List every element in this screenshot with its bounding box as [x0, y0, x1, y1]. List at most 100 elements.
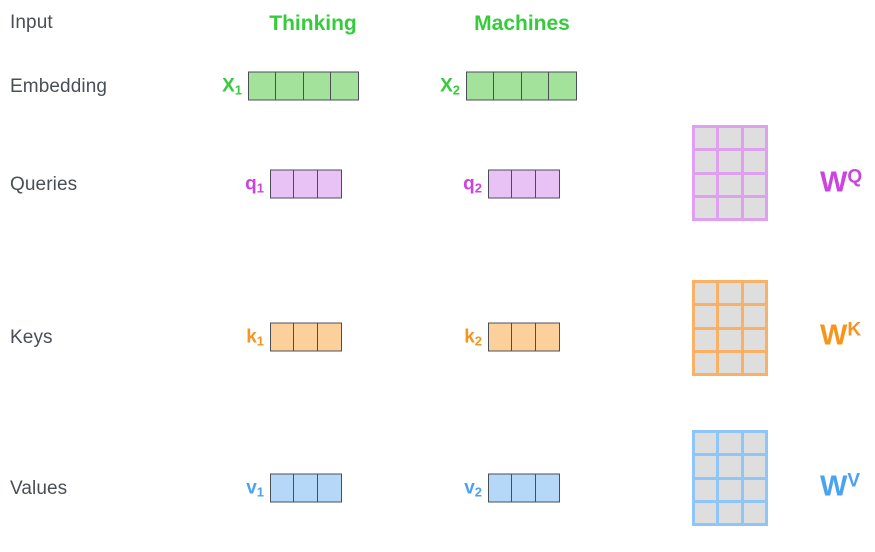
matrix-cell: [743, 502, 765, 523]
vector-label-v1-sub: 1: [256, 484, 264, 500]
vector-label-x2-sub: 2: [452, 82, 460, 98]
matrix-cell: [743, 479, 765, 500]
matrix-label-wq-base: W: [820, 166, 848, 199]
matrix-cell: [719, 479, 741, 500]
vector-label-x2: X2: [418, 75, 460, 98]
vector-cell: [511, 169, 537, 199]
weight-matrix-wk: [692, 280, 768, 376]
matrix-cell: [719, 151, 741, 172]
vector-label-v1-base: v: [246, 477, 257, 499]
vector-cell: [511, 322, 537, 352]
vector-label-v2: v2: [440, 477, 482, 499]
matrix-cell: [719, 128, 741, 149]
matrix-cell: [695, 306, 717, 327]
vector-label-q1-sub: 1: [256, 180, 264, 196]
matrix-cell: [695, 128, 717, 149]
weight-matrix-wv: [692, 430, 768, 526]
matrix-cell: [743, 306, 765, 327]
matrix-cell: [743, 329, 765, 350]
vector-label-v2-base: v: [464, 477, 475, 499]
vector-cell: [534, 322, 560, 352]
matrix-label-wv: WV: [820, 470, 861, 503]
matrix-cell: [695, 174, 717, 195]
token-header-thinking: Thinking: [269, 12, 357, 35]
matrix-label-wq-sup: Q: [847, 166, 863, 188]
weight-matrix-wq: [692, 125, 768, 221]
vector-cell: [270, 322, 295, 352]
vector-q1-cells: [270, 169, 342, 199]
matrix-cell: [719, 174, 741, 195]
vector-cell: [466, 71, 495, 101]
vector-label-x1-base: X: [222, 75, 235, 97]
matrix-label-wv-base: W: [820, 470, 848, 503]
vector-label-q1: q1: [222, 173, 264, 196]
vector-cell: [511, 473, 537, 503]
vector-label-k2-base: k: [464, 326, 475, 348]
vector-label-v1: v1: [222, 477, 264, 500]
vector-cell: [316, 169, 342, 199]
vector-cell: [302, 71, 332, 101]
vector-v2-cells: [488, 473, 560, 503]
matrix-cell: [719, 352, 741, 373]
vector-cell: [270, 473, 295, 503]
vector-label-x1-sub: 1: [234, 82, 242, 98]
vector-cell: [293, 169, 319, 199]
matrix-cell: [719, 306, 741, 327]
vector-k1-cells: [270, 322, 342, 352]
matrix-label-wk-base: W: [820, 319, 848, 352]
vector-x2-cells: [466, 71, 578, 101]
matrix-cell: [719, 197, 741, 218]
matrix-cell: [743, 433, 765, 454]
matrix-label-wv-sup: V: [847, 470, 861, 492]
vector-label-q2-sub: 2: [474, 180, 482, 196]
matrix-cell: [743, 197, 765, 218]
vector-label-q2-base: q: [463, 173, 475, 195]
matrix-cell: [743, 128, 765, 149]
matrix-cell: [695, 283, 717, 304]
vector-label-k1: k1: [222, 326, 264, 349]
vector-k2-cells: [488, 322, 560, 352]
vector-label-x1: X1: [200, 75, 242, 98]
vector-cell: [330, 71, 360, 101]
vector-cell: [548, 71, 578, 101]
vector-label-k1-base: k: [246, 326, 257, 348]
matrix-cell: [719, 329, 741, 350]
vector-label-q2: q2: [440, 173, 482, 196]
vector-cell: [520, 71, 550, 101]
vector-cell: [316, 473, 342, 503]
matrix-cell: [719, 456, 741, 477]
matrix-cell: [743, 151, 765, 172]
matrix-cell: [695, 151, 717, 172]
vector-label-q1-base: q: [245, 173, 257, 195]
token-header-machines: Machines: [474, 12, 570, 35]
vector-label-x2-base: X: [440, 75, 453, 97]
vector-cell: [275, 71, 305, 101]
matrix-cell: [743, 283, 765, 304]
vector-cell: [488, 473, 513, 503]
vector-x1-cells: [248, 71, 360, 101]
matrix-cell: [695, 352, 717, 373]
row-label-values: Values: [10, 478, 68, 499]
matrix-label-wk: WK: [820, 319, 861, 352]
matrix-cell: [743, 174, 765, 195]
row-label-embedding: Embedding: [10, 76, 108, 97]
matrix-cell: [695, 456, 717, 477]
matrix-cell: [695, 433, 717, 454]
vector-cell: [293, 322, 319, 352]
matrix-cell: [743, 352, 765, 373]
vector-cell: [488, 322, 513, 352]
row-label-input: Input: [10, 12, 53, 33]
vector-q2-cells: [488, 169, 560, 199]
row-label-queries: Queries: [10, 174, 78, 195]
vector-label-k1-sub: 1: [256, 333, 264, 349]
matrix-label-wq: WQ: [820, 166, 863, 199]
vector-cell: [493, 71, 523, 101]
matrix-cell: [743, 456, 765, 477]
matrix-cell: [719, 502, 741, 523]
matrix-cell: [695, 502, 717, 523]
vector-label-k2: k2: [440, 326, 482, 348]
vector-cell: [488, 169, 513, 199]
matrix-cell: [719, 433, 741, 454]
row-label-keys: Keys: [10, 327, 53, 348]
